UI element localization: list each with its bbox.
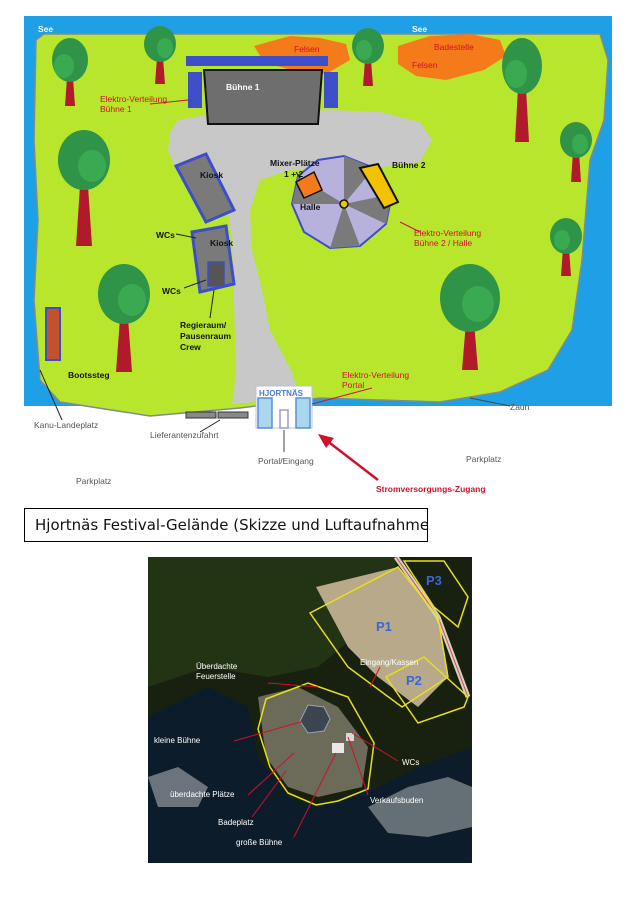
- label-control-l2: Pausenraum: [180, 331, 231, 341]
- label-power-access: Stromversorgungs-Zugang: [376, 484, 486, 494]
- tree: [98, 264, 150, 372]
- stage1-wing-left: [188, 72, 202, 108]
- rocks-right: [398, 34, 506, 80]
- aerial-label-fire-l2: Feuerstelle: [196, 672, 236, 681]
- wc-block: [207, 261, 225, 287]
- mixer-area: [295, 170, 323, 199]
- tree: [352, 28, 384, 86]
- boat-dock: [45, 307, 61, 361]
- power-stage1-leader: [149, 99, 189, 105]
- stage2: [358, 162, 400, 210]
- label-power-portal-l1: Elektro-Verteilung: [342, 370, 409, 380]
- mixer-leader: [295, 171, 301, 179]
- label-stage1: Bühne 1: [226, 82, 260, 92]
- tree: [560, 122, 592, 182]
- tree: [52, 38, 88, 106]
- walkway: [168, 110, 432, 404]
- wc-leader-bottom: [183, 279, 207, 289]
- stage1: [202, 69, 324, 125]
- label-portal: Portal/Eingang: [258, 456, 314, 466]
- aerial-booth: [346, 733, 354, 741]
- label-control-l1: Regieraum/: [180, 320, 227, 330]
- kiosk-top: [173, 152, 237, 224]
- aerial-small-stage: [299, 704, 331, 734]
- label-parking-right: Parkplatz: [466, 454, 501, 464]
- fence-leader: [469, 397, 511, 407]
- aerial-big-stage: [332, 743, 344, 753]
- aerial-label-bathing: Badeplatz: [218, 818, 254, 827]
- label-supplier: Lieferantenzufahrt: [150, 430, 219, 440]
- aerial-field: [316, 567, 448, 707]
- aerial-label-small-stage: kleine Bühne: [154, 736, 201, 745]
- supplier-leader: [199, 419, 221, 433]
- control-leader: [209, 289, 215, 319]
- portal-pillar-left: [257, 397, 273, 429]
- portal-pillar-right: [295, 397, 311, 429]
- label-kiosk-mid: Kiosk: [210, 238, 233, 248]
- power-portal-leader: [311, 387, 373, 405]
- trees: [52, 26, 592, 372]
- supplier-gate-left: [185, 411, 217, 419]
- power-stage2-leader: [399, 221, 421, 233]
- label-gate-sign: HJORTNÄS: [259, 389, 304, 398]
- label-power-stage2-l1: Elektro-Verteilung: [414, 228, 481, 238]
- aerial-water-shimmer-2: [148, 767, 208, 807]
- stage1-roof: [186, 56, 328, 66]
- label-wc-bottom: WCs: [162, 286, 181, 296]
- aerial-site-clearing: [258, 687, 368, 797]
- tree: [58, 130, 110, 246]
- aerial-label-big-stage: große Bühne: [236, 838, 283, 847]
- label-see-left: See: [38, 24, 53, 34]
- aerial-label-fire-l1: Überdachte: [196, 662, 238, 671]
- aerial-water-shimmer: [368, 777, 472, 837]
- label-boat-dock: Bootssteg: [68, 370, 110, 380]
- label-rocks-right: Felsen: [412, 60, 438, 70]
- tree: [502, 38, 542, 142]
- stage1-wing-right: [324, 72, 338, 108]
- power-access-arrow: [325, 439, 379, 481]
- aerial-photo: P1 P2 P3 Eingang/Kassen Überdachte Feuer…: [148, 557, 472, 863]
- figure-caption: Hjortnäs Festival-Gelände (Skizze und Lu…: [24, 508, 428, 542]
- label-mixer-l2: 1 + 2: [284, 169, 303, 179]
- portal-door: [279, 409, 289, 429]
- aerial-leaders: [233, 666, 399, 838]
- tree: [550, 218, 582, 276]
- aerial-label-p3: P3: [426, 573, 442, 588]
- arrow-head: [318, 434, 334, 448]
- festival-sketch-map: See See Felsen Badestelle Felsen Bühne 1…: [24, 16, 612, 494]
- aerial-label-p2: P2: [406, 673, 422, 688]
- wc-leader-top: [175, 233, 197, 239]
- label-canoe: Kanu-Landeplatz: [34, 420, 98, 430]
- canoe-leader: [39, 369, 63, 421]
- label-wc-top: WCs: [156, 230, 175, 240]
- tree: [440, 264, 500, 370]
- label-bathing: Badestelle: [434, 42, 474, 52]
- aerial-label-p1: P1: [376, 619, 392, 634]
- label-hall: Halle: [300, 202, 321, 212]
- aerial-site-outline: [257, 682, 375, 806]
- aerial-label-covered: überdachte Plätze: [170, 790, 235, 799]
- aerial-label-booths: Verkaufsbuden: [370, 796, 423, 805]
- aerial-p1-outline: [308, 566, 449, 708]
- label-stage2: Bühne 2: [392, 160, 426, 170]
- label-parking-left: Parkplatz: [76, 476, 111, 486]
- label-power-stage2-l2: Bühne 2 / Halle: [414, 238, 472, 248]
- aerial-label-wcs: WCs: [402, 758, 419, 767]
- label-power-stage1-l1: Elektro-Verteilung: [100, 94, 167, 104]
- aerial-p2-outline: [384, 656, 469, 724]
- label-see-right: See: [412, 24, 427, 34]
- label-power-portal-l2: Portal: [342, 380, 364, 390]
- label-mixer-l1: Mixer-Plätze: [270, 158, 320, 168]
- label-fence: Zaun: [510, 402, 530, 412]
- aerial-p3-outline: [402, 560, 469, 629]
- supplier-gate-right: [217, 411, 249, 419]
- label-control-l3: Crew: [180, 342, 201, 352]
- tree: [144, 26, 176, 84]
- aerial-label-entrance: Eingang/Kassen: [360, 658, 418, 667]
- label-rocks-left: Felsen: [294, 44, 320, 54]
- label-power-stage1-l2: Bühne 1: [100, 104, 132, 114]
- label-kiosk-top: Kiosk: [200, 170, 223, 180]
